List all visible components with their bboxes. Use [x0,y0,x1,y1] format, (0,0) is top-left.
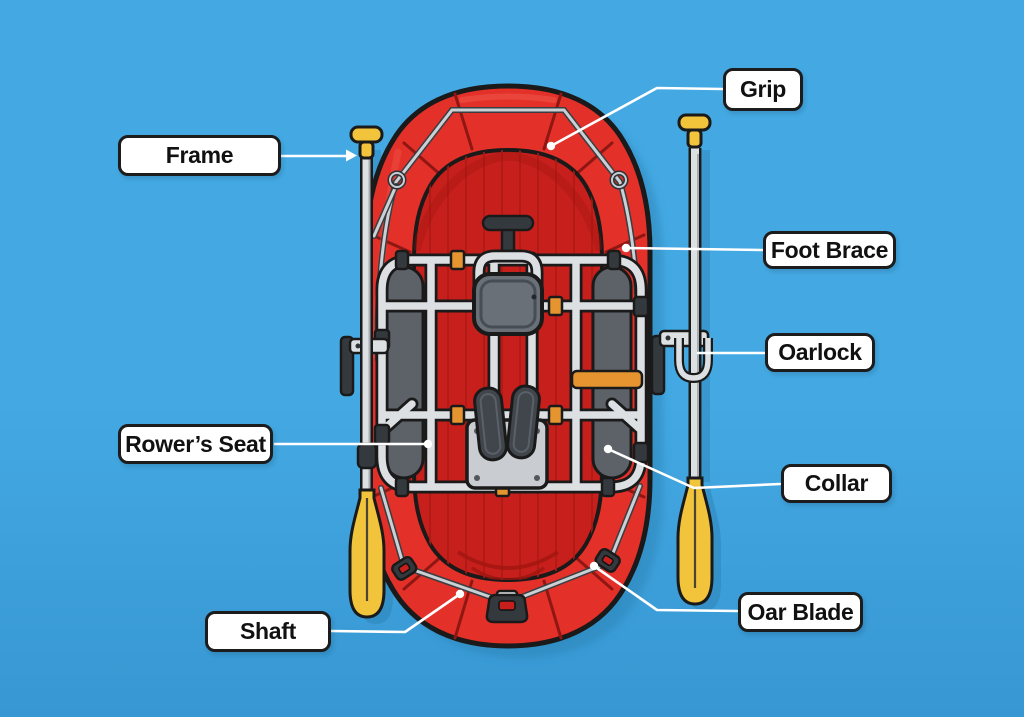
label-foot-brace-text: Foot Brace [770,236,889,263]
foot-cups [465,384,549,490]
bow-ring-right [609,170,629,190]
stern-handle [485,589,529,624]
oar-right [676,113,714,606]
leader-foot-brace [624,246,764,252]
label-oarlock: Oarlock [765,333,875,372]
side-pad-left [383,265,425,480]
rowers-seat [472,214,544,336]
label-frame: Frame [118,135,281,176]
label-shaft: Shaft [205,611,331,652]
leader-lines [273,86,782,634]
label-oar-blade-text: Oar Blade [747,598,854,625]
oar-left [348,125,386,619]
label-frame-text: Frame [165,142,234,168]
bow-ring-left [387,170,407,190]
oar-grip-right [677,113,712,132]
label-shaft-text: Shaft [239,618,296,644]
leader-frame-arrow [346,149,357,162]
stern-fitting-left [391,555,418,581]
stern-fitting-right [594,547,621,573]
leader-collar [606,447,782,490]
foot-brace-bar [570,369,644,390]
seat-backrest [472,272,544,336]
oarlock-right [674,338,713,384]
label-collar: Collar [781,464,892,503]
leader-shaft [329,592,462,634]
label-grip: Grip [723,68,803,111]
label-collar-text: Collar [804,470,869,496]
label-foot-brace: Foot Brace [763,231,896,269]
label-grip-text: Grip [739,76,787,102]
label-rowers-seat-text: Rower’s Seat [125,430,266,457]
label-rowers-seat: Rower’s Seat [118,424,273,464]
label-oarlock-text: Oarlock [778,339,862,365]
leader-grip [549,86,724,148]
oar-grip-left [349,125,384,144]
oar-clamp-left [356,442,378,470]
label-oar-blade: Oar Blade [738,592,863,632]
leader-oar-blade [592,564,739,613]
